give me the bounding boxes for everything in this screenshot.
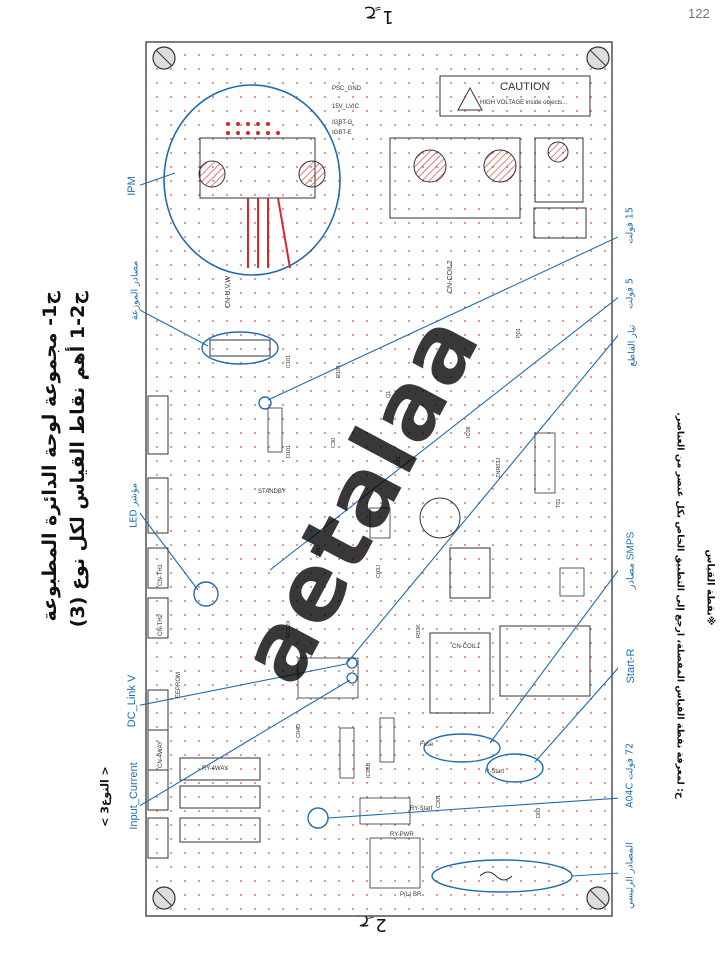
start-r-highlight bbox=[486, 753, 544, 783]
page-title-line1: ج1- مجموعة لوحة الدائرة المطبوعة bbox=[39, 291, 61, 622]
top-marker: ح 1ٍ bbox=[365, 6, 394, 27]
label-ipm: IPM bbox=[126, 176, 138, 196]
cn-th2-label: CN-TH2 bbox=[158, 613, 164, 636]
measurement-note-body: ح: لمعرفة نقطة القياس المفصلة، ارجع إلى … bbox=[674, 412, 686, 799]
type-marker: < النوع3 > bbox=[98, 766, 112, 827]
label-aux-power: مصادر الموزعة bbox=[129, 260, 141, 321]
ref-designator: C04D bbox=[296, 724, 302, 738]
ref-designator: R101 bbox=[336, 365, 342, 378]
label-input-current: Input_Current bbox=[128, 762, 140, 830]
psc-gnd-label: PSC_GND bbox=[332, 86, 362, 92]
ref-designator: IC08B bbox=[366, 762, 372, 778]
cn-coil2-label: CN-COIL2 bbox=[447, 260, 454, 293]
ref-designator: C03J bbox=[376, 565, 382, 578]
label-main-power: المصادر الرئيسي bbox=[624, 842, 636, 909]
ref-designator: IC08 bbox=[466, 426, 472, 438]
ry-start-label: RY-Start bbox=[410, 806, 433, 812]
v15-point-highlight bbox=[258, 396, 272, 410]
ipm-highlight bbox=[163, 84, 341, 276]
measurement-note-title: ※نقطة القياس bbox=[704, 549, 716, 626]
ref-designator: Q1 bbox=[386, 391, 392, 398]
r-start-label: R-Start bbox=[485, 769, 504, 775]
page-number: 122 bbox=[688, 6, 710, 21]
caution-sub-label: HIGH VOLTAGE inside objects... bbox=[480, 100, 567, 106]
ac-l-label: P(L) BR bbox=[400, 892, 422, 898]
ref-designator: C201 bbox=[436, 795, 442, 808]
v15-lvic-label: 15V_LVIC bbox=[332, 104, 360, 110]
standby-label: STANDBY bbox=[258, 489, 286, 495]
caution-label: CAUTION bbox=[500, 81, 550, 93]
eeprom-label: EEPROM bbox=[176, 672, 182, 698]
ref-designator: R03K bbox=[416, 624, 422, 638]
label-led: مؤشر LED bbox=[128, 483, 140, 528]
ref-designator: D03 bbox=[536, 808, 542, 818]
smps-highlight bbox=[423, 733, 501, 763]
ref-designator: ZNR03J bbox=[496, 458, 502, 478]
ref-designator: C04J bbox=[316, 545, 322, 558]
cn-4way-label: CN-4WAY bbox=[158, 741, 164, 768]
label-15v: 15 فولت bbox=[624, 207, 636, 244]
igbt-g-label: IGBT-G bbox=[332, 120, 353, 126]
ry-pwr-label: RY-PWR bbox=[390, 832, 414, 838]
aux-power-highlight bbox=[201, 331, 279, 365]
label-smps: مصادر SMPS bbox=[625, 531, 637, 590]
ref-designator: P01 bbox=[516, 328, 522, 338]
ref-designator: C101 bbox=[286, 355, 292, 368]
igbt-e-label: IGBT-E bbox=[332, 130, 352, 136]
ref-designator: IC01 bbox=[396, 456, 402, 468]
label-72v: 72 فولت A04C bbox=[624, 742, 636, 809]
ref-designator: RC02X bbox=[286, 620, 292, 638]
label-dc-link: DC_Link V bbox=[126, 674, 138, 728]
ry-4way-label: RY-4WAY bbox=[202, 766, 228, 772]
cn-coil1-label: CN-COIL1 bbox=[452, 644, 481, 650]
label-breaker: تيار القاطع bbox=[626, 324, 638, 367]
fuse-label: Fuse bbox=[420, 742, 434, 748]
cn-uvw-label: CN-U,V,W bbox=[225, 276, 232, 308]
ref-designator: T01 bbox=[556, 499, 562, 508]
cn-th1-label: CN-TH1 bbox=[158, 563, 164, 586]
ref-designator: C30 bbox=[331, 438, 337, 448]
label-start-r: Start-R bbox=[625, 648, 637, 684]
pcb-layout-diagram: CN-U,V,W CAUTION HIGH VOLTAGE inside obj… bbox=[140, 41, 618, 917]
led-highlight bbox=[193, 581, 219, 607]
page-title-line2: ج2-1 أهم نقاط القياس لكل نوع (3) bbox=[67, 291, 89, 628]
ref-designator: D101 bbox=[286, 445, 292, 458]
callout-arrows bbox=[140, 172, 618, 877]
